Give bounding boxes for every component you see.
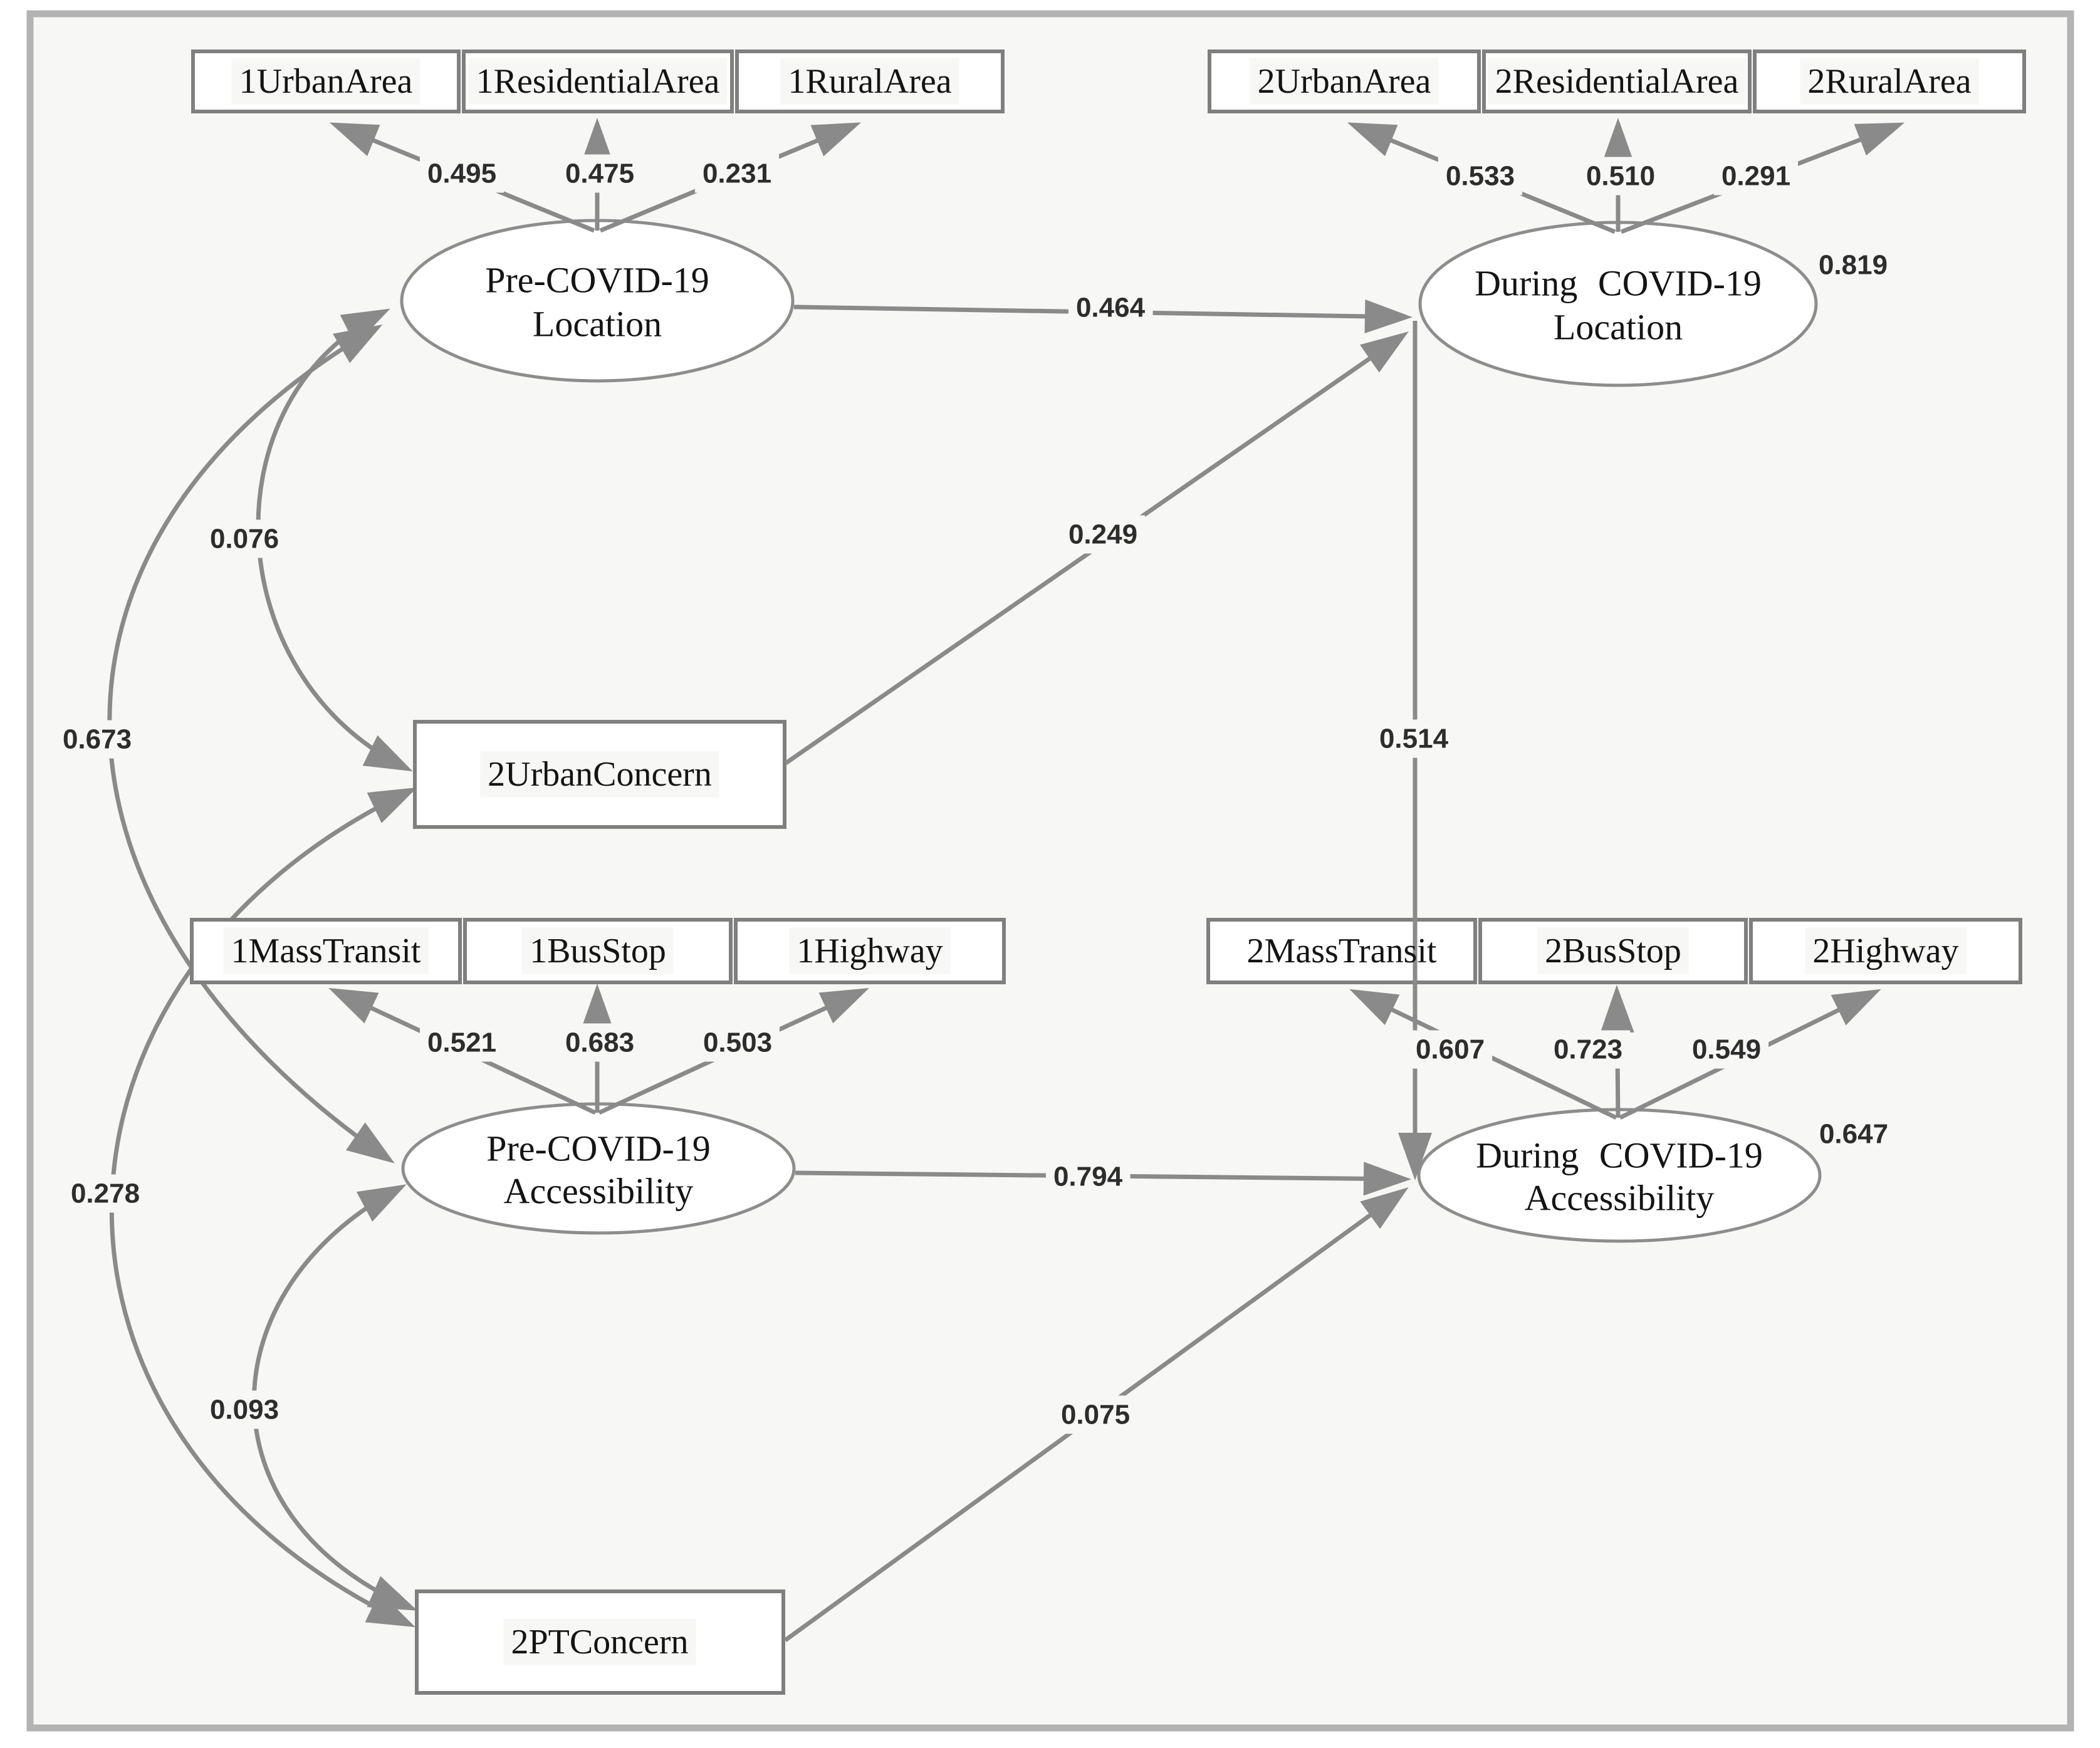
variance-value-during-accessibility: 0.647 — [1819, 1119, 1888, 1150]
label-background — [789, 928, 951, 974]
loading-value-2masstransit: 0.607 — [1416, 1034, 1485, 1065]
indicator-1urbanarea-label: 1UrbanArea — [239, 62, 413, 101]
latent-duringloc-label-line2: Location — [1554, 307, 1683, 348]
loading-value-2busstop: 0.723 — [1554, 1034, 1622, 1065]
label-background — [202, 519, 287, 558]
label-background — [1684, 1030, 1769, 1069]
label-background — [1800, 58, 1979, 105]
observed-2ptconcern-label: 2PTConcern — [511, 1623, 688, 1662]
label-background — [55, 720, 140, 759]
label-background — [1578, 157, 1663, 195]
label-background — [202, 1390, 287, 1429]
covariance-value-preacc-ptconcern: 0.093 — [210, 1395, 279, 1425]
label-background — [1060, 515, 1146, 554]
label-background — [231, 58, 421, 105]
path-value-urbanconcern-to-duringloc: 0.249 — [1068, 519, 1137, 550]
latent-preloc-label-line2: Location — [533, 304, 662, 345]
latent-preacc-label-line1: Pre-COVID-19 — [486, 1128, 711, 1169]
path-value-preloc-to-duringloc: 0.464 — [1076, 293, 1146, 323]
latent-preacc-label-line2: Accessibility — [504, 1171, 694, 1212]
variance-value-during-location: 0.819 — [1819, 250, 1888, 281]
latent-duringacc-label-line1: During COVID-19 — [1476, 1135, 1763, 1176]
label-background — [1438, 157, 1523, 195]
indicator-1masstransit-label: 1MassTransit — [231, 932, 421, 970]
indicator-2residentialarea-label: 2ResidentialArea — [1495, 62, 1739, 101]
label-background — [419, 154, 504, 193]
latent-preloc-label-line1: Pre-COVID-19 — [485, 260, 709, 301]
label-background — [557, 1023, 642, 1062]
label-background — [503, 1619, 696, 1665]
indicator-2highway-label: 2Highway — [1812, 932, 1958, 970]
loading-value-1masstransit: 0.521 — [427, 1027, 496, 1058]
label-background — [1250, 58, 1439, 105]
loading-value-2residentialarea: 0.510 — [1586, 161, 1655, 192]
label-background — [1487, 58, 1747, 105]
loading-value-1ruralarea: 0.231 — [703, 159, 771, 189]
label-background — [694, 154, 780, 193]
label-background — [1053, 1395, 1138, 1434]
path-value-duringloc-to-duringacc: 0.514 — [1379, 724, 1449, 754]
loading-value-2highway: 0.549 — [1692, 1034, 1761, 1065]
label-background — [223, 928, 429, 974]
label-background — [522, 928, 674, 974]
label-background — [557, 154, 642, 193]
indicator-1busstop-label: 1BusStop — [530, 932, 666, 970]
label-background — [480, 751, 719, 798]
latent-duringloc-label-line1: During COVID-19 — [1475, 263, 1762, 304]
covariance-value-preloc-preacc: 0.673 — [63, 724, 132, 755]
indicator-1residentialarea-label: 1ResidentialArea — [476, 62, 720, 101]
indicator-2ruralarea-label: 2RuralArea — [1807, 62, 1971, 101]
indicator-1ruralarea-label: 1RuralArea — [788, 62, 951, 101]
path-value-preacc-to-duringacc: 0.794 — [1053, 1162, 1123, 1192]
label-background — [1045, 1157, 1131, 1196]
label-background — [1068, 288, 1153, 327]
indicator-2busstop-label: 2BusStop — [1545, 932, 1681, 970]
indicator-2masstransit-label: 2MassTransit — [1247, 932, 1437, 970]
label-background — [468, 58, 728, 105]
label-background — [1537, 928, 1689, 974]
loading-value-1residentialarea: 0.475 — [565, 159, 634, 189]
covariance-value-urbanconcern-ptconcern: 0.278 — [71, 1178, 140, 1209]
indicator-1highway-label: 1Highway — [797, 932, 943, 970]
label-background — [1408, 1030, 1493, 1069]
loading-value-1urbanarea: 0.495 — [427, 159, 496, 189]
label-background — [695, 1023, 780, 1062]
loading-value-2urbanarea: 0.533 — [1446, 161, 1515, 192]
latent-duringacc-label-line2: Accessibility — [1525, 1178, 1715, 1219]
label-background — [419, 1023, 504, 1062]
indicator-2urbanarea-label: 2UrbanArea — [1258, 62, 1431, 101]
loading-value-1highway: 0.503 — [703, 1027, 772, 1058]
covariance-value-preloc-urbanconcern: 0.076 — [210, 524, 279, 554]
latent-pre-covid-location — [400, 219, 795, 383]
observed-2urbanconcern-label: 2UrbanConcern — [488, 755, 712, 794]
label-background — [1371, 719, 1456, 758]
label-background — [1545, 1030, 1631, 1069]
indicator-2masstransit-box — [1206, 918, 1477, 984]
label-background — [63, 1174, 148, 1213]
loading-value-1busstop: 0.683 — [565, 1027, 634, 1058]
latent-during-covid-location — [1418, 221, 1818, 387]
label-background — [1805, 928, 1967, 974]
path-value-ptconcern-to-duringacc: 0.075 — [1061, 1400, 1130, 1430]
loading-value-2ruralarea: 0.291 — [1721, 161, 1790, 192]
label-background — [780, 58, 959, 105]
label-background — [1713, 157, 1799, 195]
